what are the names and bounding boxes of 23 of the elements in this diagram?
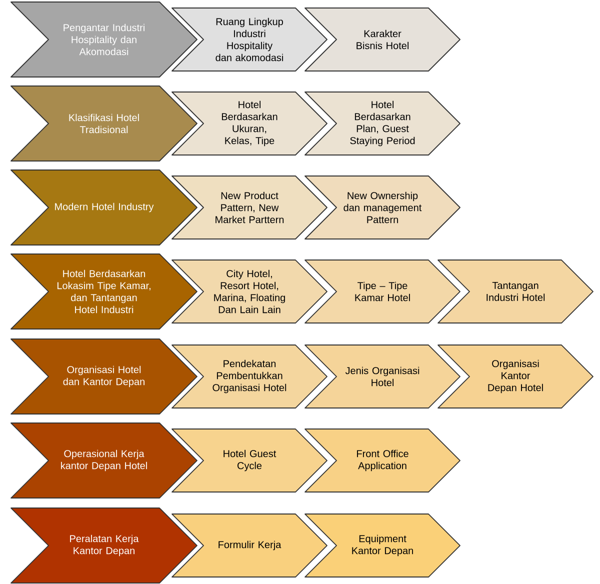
process-step: Organisasi Kantor Depan Hotel (438, 344, 594, 408)
process-step: Pendekatan Pembentukkan Organisasi Hotel (172, 344, 328, 408)
process-step: Modern Hotel Industry (10, 170, 198, 246)
process-step: New Product Pattern, New Market Parttern (172, 176, 328, 240)
process-step: Pengantar Industri Hospitality dan Akomodasi (10, 2, 198, 78)
process-step: Organisasi Hotel dan Kantor Depan (10, 338, 198, 414)
process-step: Front Office Application (304, 428, 460, 492)
process-step: City Hotel, Resort Hotel, Marina, Floating Dan Lain Lain (172, 260, 328, 324)
process-step: Equipment Kantor Depan (304, 514, 460, 578)
process-step: Hotel Berdasarkan Lokasim Tipe Kamar, dan Tantangan Hotel Industri (10, 254, 198, 330)
process-step: Peralatan Kerja Kantor Depan (10, 508, 198, 584)
process-step: Formulir Kerja (172, 514, 328, 578)
process-step: Tantangan Industri Hotel (438, 260, 594, 324)
process-step: Karakter Bisnis Hotel (304, 8, 460, 72)
process-step: Ruang Lingkup Industri Hospitality dan akomodasi (172, 8, 328, 72)
process-step: Tipe – Tipe Kamar Hotel (304, 260, 460, 324)
process-step: Hotel Guest Cycle (172, 428, 328, 492)
process-step: Klasifikasi Hotel Tradisional (10, 86, 198, 162)
process-step: Hotel Berdasarkan Plan, Guest Staying Period (304, 92, 460, 156)
process-step: Jenis Organisasi Hotel (304, 344, 460, 408)
process-step: Operasional Kerja kantor Depan Hotel (10, 422, 198, 498)
process-step: New Ownership dan management Pattern (304, 176, 460, 240)
process-step: Hotel Berdasarkan Ukuran, Kelas, Tipe (172, 92, 328, 156)
